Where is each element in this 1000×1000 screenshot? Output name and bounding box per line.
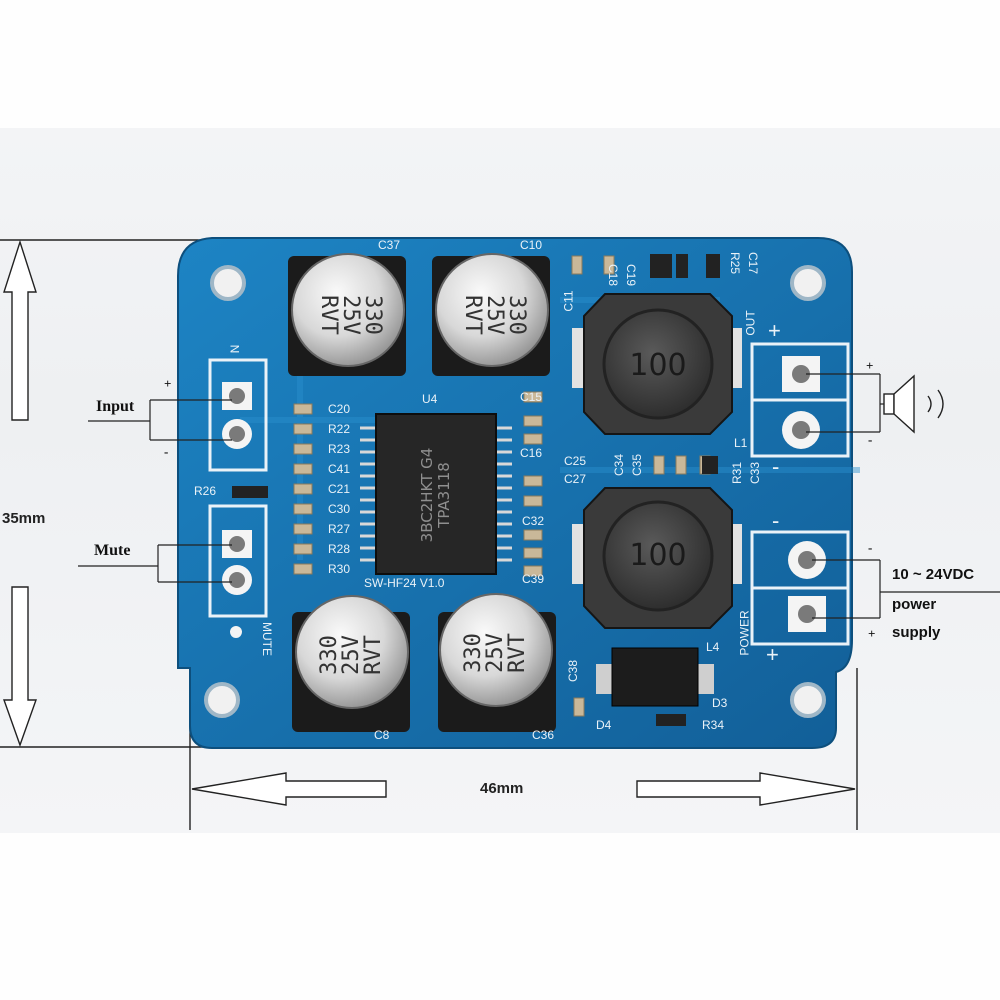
silk-n: N bbox=[227, 344, 242, 354]
silk-c35: C35 bbox=[630, 453, 645, 477]
silk-r34: R34 bbox=[702, 718, 725, 732]
input-minus-label: - bbox=[164, 444, 169, 459]
silk-r22: R22 bbox=[328, 422, 351, 436]
silk-r28: R28 bbox=[328, 542, 351, 556]
capacitor-c37 bbox=[288, 253, 406, 376]
silk-d3: D3 bbox=[712, 696, 728, 710]
input-plus-label: + bbox=[164, 376, 172, 391]
silk-out-plus: + bbox=[768, 318, 781, 343]
amplifier-chip bbox=[360, 413, 512, 575]
silk-c25: C25 bbox=[564, 454, 587, 468]
silk-c15: C15 bbox=[520, 390, 543, 404]
width-dimension bbox=[189, 668, 858, 830]
silk-r23: R23 bbox=[328, 442, 351, 456]
silk-c38: C38 bbox=[566, 659, 581, 683]
speaker-minus-label: - bbox=[868, 432, 873, 447]
silk-power: POWER bbox=[737, 610, 752, 656]
speaker-icon bbox=[883, 374, 944, 434]
power-voltage-label: 10 ~ 24VDC bbox=[892, 566, 975, 583]
silk-r31: R31 bbox=[730, 461, 745, 485]
power-supply-label: supply bbox=[892, 624, 941, 641]
silk-out: OUT bbox=[743, 310, 758, 336]
silk-c10: C10 bbox=[520, 238, 543, 252]
silk-c41: C41 bbox=[328, 462, 351, 476]
pcb-board bbox=[177, 237, 860, 749]
silk-mute: MUTE bbox=[260, 622, 274, 656]
capacitor-c36 bbox=[438, 593, 556, 732]
silk-c16: C16 bbox=[520, 446, 543, 460]
silk-c34: C34 bbox=[612, 453, 627, 477]
power-minus-label: - bbox=[868, 540, 873, 555]
mute-label: Mute bbox=[94, 542, 131, 559]
silk-power-plus: + bbox=[766, 642, 779, 667]
inductor-l4-marking: 100 bbox=[629, 538, 687, 573]
silk-r27: R27 bbox=[328, 522, 351, 536]
silk-l1: L1 bbox=[734, 436, 748, 450]
silk-c21: C21 bbox=[328, 482, 351, 496]
silk-board-name: SW-HF24 V1.0 bbox=[364, 576, 445, 590]
silk-r25: R25 bbox=[728, 251, 743, 275]
silk-c19: C19 bbox=[624, 263, 639, 287]
silk-d4: D4 bbox=[596, 718, 612, 732]
silk-c36: C36 bbox=[532, 728, 555, 742]
height-dimension-label: 35mm bbox=[2, 510, 46, 527]
silk-c17: C17 bbox=[746, 251, 761, 275]
silk-c18: C18 bbox=[606, 263, 621, 287]
silk-c39: C39 bbox=[522, 572, 545, 586]
silk-c32: C32 bbox=[522, 514, 545, 528]
silk-l4: L4 bbox=[706, 640, 720, 654]
mute-callout-lines bbox=[78, 544, 232, 583]
silk-c11: C11 bbox=[561, 290, 576, 312]
silk-c30: C30 bbox=[328, 502, 351, 516]
inductor-l4 bbox=[572, 487, 742, 629]
power-callout-lines bbox=[812, 559, 1000, 619]
silk-out-minus: - bbox=[772, 454, 780, 479]
silk-c33: C33 bbox=[748, 461, 763, 485]
input-callout-lines bbox=[88, 399, 232, 441]
inductor-l1 bbox=[572, 293, 742, 435]
silk-power-minus: - bbox=[772, 508, 780, 533]
silk-u4: U4 bbox=[422, 392, 438, 406]
capacitor-c8 bbox=[292, 595, 410, 732]
silk-c20: C20 bbox=[328, 402, 351, 416]
silk-r30: R30 bbox=[328, 562, 351, 576]
inductor-l1-marking: 100 bbox=[629, 348, 687, 383]
width-dimension-label: 46mm bbox=[480, 780, 524, 797]
silk-c27: C27 bbox=[564, 472, 587, 486]
power-plus-label: + bbox=[868, 626, 876, 641]
silk-c37: C37 bbox=[378, 238, 401, 252]
height-dimension bbox=[0, 239, 272, 748]
speaker-plus-label: + bbox=[866, 358, 874, 373]
silk-c8: C8 bbox=[374, 728, 390, 742]
input-label: Input bbox=[96, 398, 135, 415]
silk-r26: R26 bbox=[194, 484, 217, 498]
power-word-label: power bbox=[892, 596, 937, 613]
capacitor-c10 bbox=[432, 253, 550, 376]
